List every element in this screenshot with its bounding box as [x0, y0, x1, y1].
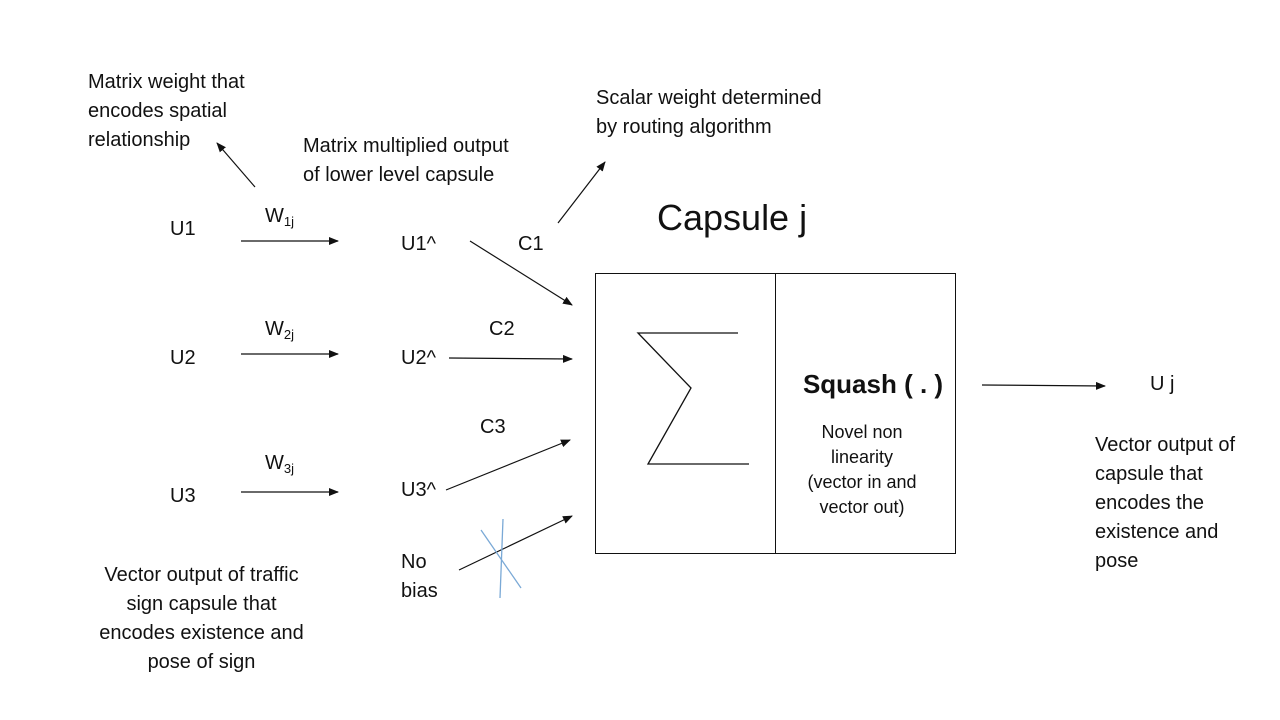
- lower-vector-note-line: sign capsule that: [126, 593, 277, 615]
- matrix-weight-note-line: Matrix weight that: [88, 71, 245, 93]
- matrix-output-note-line: of lower level capsule: [303, 164, 495, 186]
- arrow-to-matrix-weight-note: [216, 142, 256, 188]
- scalar-weight-note: Scalar weight determined by routing algo…: [596, 84, 822, 142]
- input-u3: U3: [170, 485, 196, 507]
- prediction-u2hat: U2^: [401, 347, 436, 369]
- matrix-weight-note-line: relationship: [88, 129, 191, 151]
- weight-subscript: 1j: [283, 214, 295, 229]
- prediction-u1hat: U1^: [401, 233, 436, 255]
- prediction-u3hat: U3^: [401, 479, 436, 501]
- arrow-u1hat-to-capsule: [469, 240, 573, 306]
- weight-subscript: 3j: [283, 461, 295, 476]
- squash-desc-line: (vector in and: [807, 472, 917, 492]
- arrow-u2hat-to-capsule: [448, 354, 573, 363]
- squash-desc-line: Novel non: [821, 422, 903, 442]
- capsule-sum-box: [595, 273, 776, 554]
- matrix-weight-note: Matrix weight that encodes spatial relat…: [88, 68, 245, 155]
- weight-symbol: W: [265, 205, 284, 227]
- input-u2: U2: [170, 347, 196, 369]
- no-bias-line: No: [401, 551, 427, 573]
- matrix-weight-note-line: encodes spatial: [88, 100, 227, 122]
- weight-symbol: W: [265, 452, 284, 474]
- matrix-output-note: Matrix multiplied output of lower level …: [303, 132, 509, 190]
- weight-w2j: W2j: [265, 315, 294, 349]
- coupling-c1: C1: [518, 233, 544, 255]
- squash-description: Novel non linearity (vector in and vecto…: [776, 420, 948, 520]
- squash-desc-line: vector out): [819, 497, 905, 517]
- output-vector-note: Vector output of capsule that encodes th…: [1095, 431, 1235, 576]
- lower-vector-note-line: pose of sign: [147, 651, 256, 673]
- weight-w3j: W3j: [265, 449, 294, 483]
- arrow-u3hat-to-capsule: [445, 439, 571, 491]
- squash-desc-line: linearity: [830, 447, 894, 467]
- no-bias-line: bias: [401, 580, 438, 602]
- bias-strike-line: [499, 518, 504, 599]
- output-uj: U j: [1150, 373, 1175, 395]
- coupling-c2: C2: [489, 318, 515, 340]
- output-vector-note-line: pose: [1095, 550, 1139, 572]
- input-u1: U1: [170, 218, 196, 240]
- no-bias-label: No bias: [401, 548, 438, 606]
- coupling-c3: C3: [480, 416, 506, 438]
- arrow-to-scalar-weight-note: [557, 161, 606, 224]
- capsule-title: Capsule j: [657, 197, 808, 238]
- arrow-capsule-to-output: [981, 381, 1106, 390]
- weight-w1j: W1j: [265, 202, 294, 236]
- scalar-weight-note-line: Scalar weight determined: [596, 87, 822, 109]
- capsule-squash-box: [775, 273, 956, 554]
- sigma-icon: [636, 332, 749, 465]
- output-vector-note-line: Vector output of: [1095, 434, 1236, 456]
- squash-label: Squash ( . ): [802, 369, 944, 399]
- weight-symbol: W: [265, 318, 284, 340]
- output-vector-note-line: capsule that: [1095, 463, 1203, 485]
- weight-subscript: 2j: [283, 327, 295, 342]
- lower-capsule-vector-note: Vector output of traffic sign capsule th…: [80, 561, 323, 677]
- arrow-bias-to-capsule: [458, 515, 573, 571]
- scalar-weight-note-line: by routing algorithm: [596, 116, 772, 138]
- output-vector-note-line: existence and: [1095, 521, 1219, 543]
- lower-vector-note-line: Vector output of traffic: [104, 564, 299, 586]
- lower-vector-note-line: encodes existence and: [99, 622, 304, 644]
- matrix-output-note-line: Matrix multiplied output: [303, 135, 509, 157]
- output-vector-note-line: encodes the: [1095, 492, 1204, 514]
